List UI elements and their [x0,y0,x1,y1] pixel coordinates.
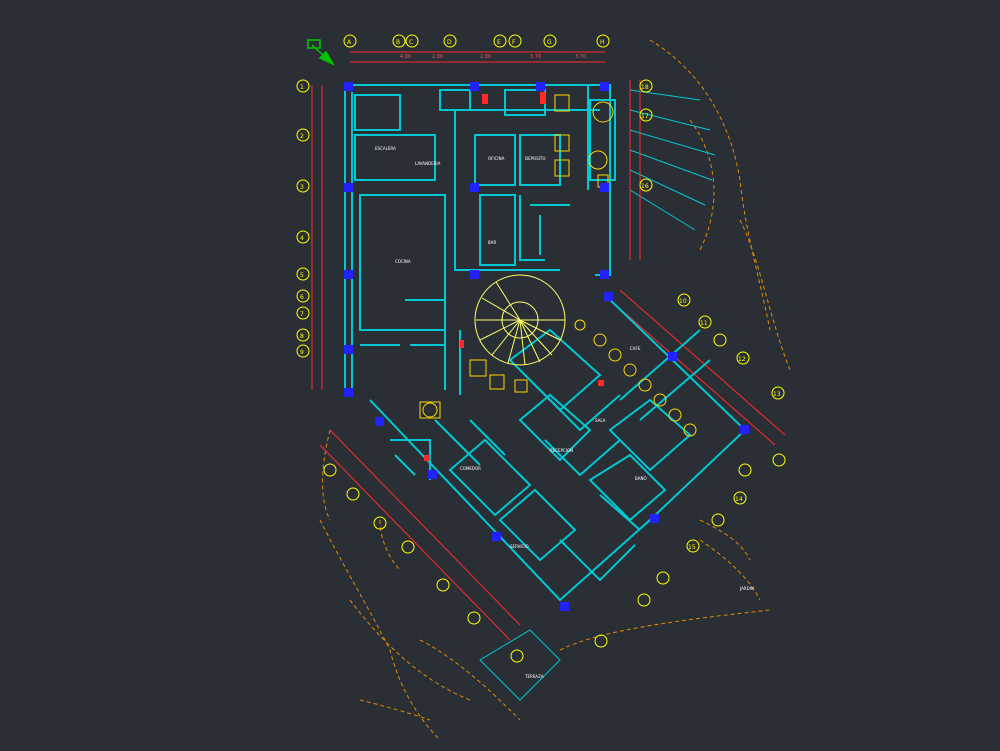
grid-bubbles-right: 18 17 16 [639,79,653,192]
dim-label: 2.00 [480,54,491,60]
grid-bubble: 16 [641,183,649,190]
dim-label: 2.00 [432,54,443,60]
entry-ramp [479,629,561,701]
room-label: SERVICIO [510,544,529,549]
dimension-lines [311,51,786,641]
grid-bubble: 8 [300,333,304,340]
room-label: RECEPCION [550,448,573,453]
grid-bubble: 13 [773,391,781,398]
rotated-wing-walls [369,294,747,602]
room-label: SALA [595,418,606,423]
terrace-steps [629,89,716,231]
grid-bubble: 3 [300,184,304,191]
grid-bubble: H [600,39,605,46]
room-label: BAÑO [635,476,647,481]
building-walls [344,84,616,395]
grid-bubble: 12 [738,356,746,363]
grid-bubble: 1 [300,84,304,91]
grid-bubble: 5 [300,272,304,279]
grid-bubbles-diagonal: 10 11 12 13 14 15 [677,293,785,553]
room-label: CAFE [630,346,641,351]
grid-bubble: 7 [300,311,304,318]
grid-bubble: 18 [641,84,649,91]
grid-bubble: 6 [300,294,304,301]
room-label: ESCALERA [375,146,396,151]
dim-label: 4.00 [400,54,411,60]
grid-bubble: 10 [679,298,687,305]
structural-columns [344,82,749,611]
room-label: LAVANDERIA [415,161,441,166]
room-label: BAR [488,240,496,245]
grid-bubbles-top: A B C D E F G H [343,34,610,48]
north-arrow-icon [307,39,335,66]
room-label: JARDIN [739,586,754,591]
grid-bubble: 14 [735,496,743,503]
grid-bubble: G [547,39,552,46]
grid-bubble: D [447,39,452,46]
grid-bubble: A [347,39,352,46]
dim-label: 3.70 [575,54,586,60]
grid-bubble: 4 [300,235,304,242]
dimension-labels: 4.00 2.00 2.00 3.70 3.70 [400,54,586,60]
room-labels: COCINA LAVANDERIA OFICINA DEPOSITO BAR S… [375,146,754,679]
grid-bubble: 15 [688,544,696,551]
grid-bubbles-lower [323,333,786,663]
room-label: OFICINA [488,156,505,161]
grid-bubble: C [409,39,413,46]
terrain-contours [319,39,791,741]
room-label: DEPOSITO [525,156,545,161]
grid-bubbles-left: 1 2 3 4 5 6 7 8 9 [296,79,310,358]
grid-bubble: E [497,39,501,46]
room-label: TERRAZA [524,674,544,679]
door-markers [424,92,604,461]
spiral-staircase [474,274,566,366]
dim-label: 3.70 [530,54,541,60]
grid-bubble: 2 [300,133,304,140]
grid-bubble: B [396,39,400,46]
grid-bubble: F [512,39,516,46]
grid-bubble: 9 [300,349,304,356]
room-label: COMEDOR [460,466,481,471]
grid-bubble: 11 [700,320,708,327]
grid-bubble: 17 [641,113,649,120]
room-label: COCINA [395,259,411,264]
